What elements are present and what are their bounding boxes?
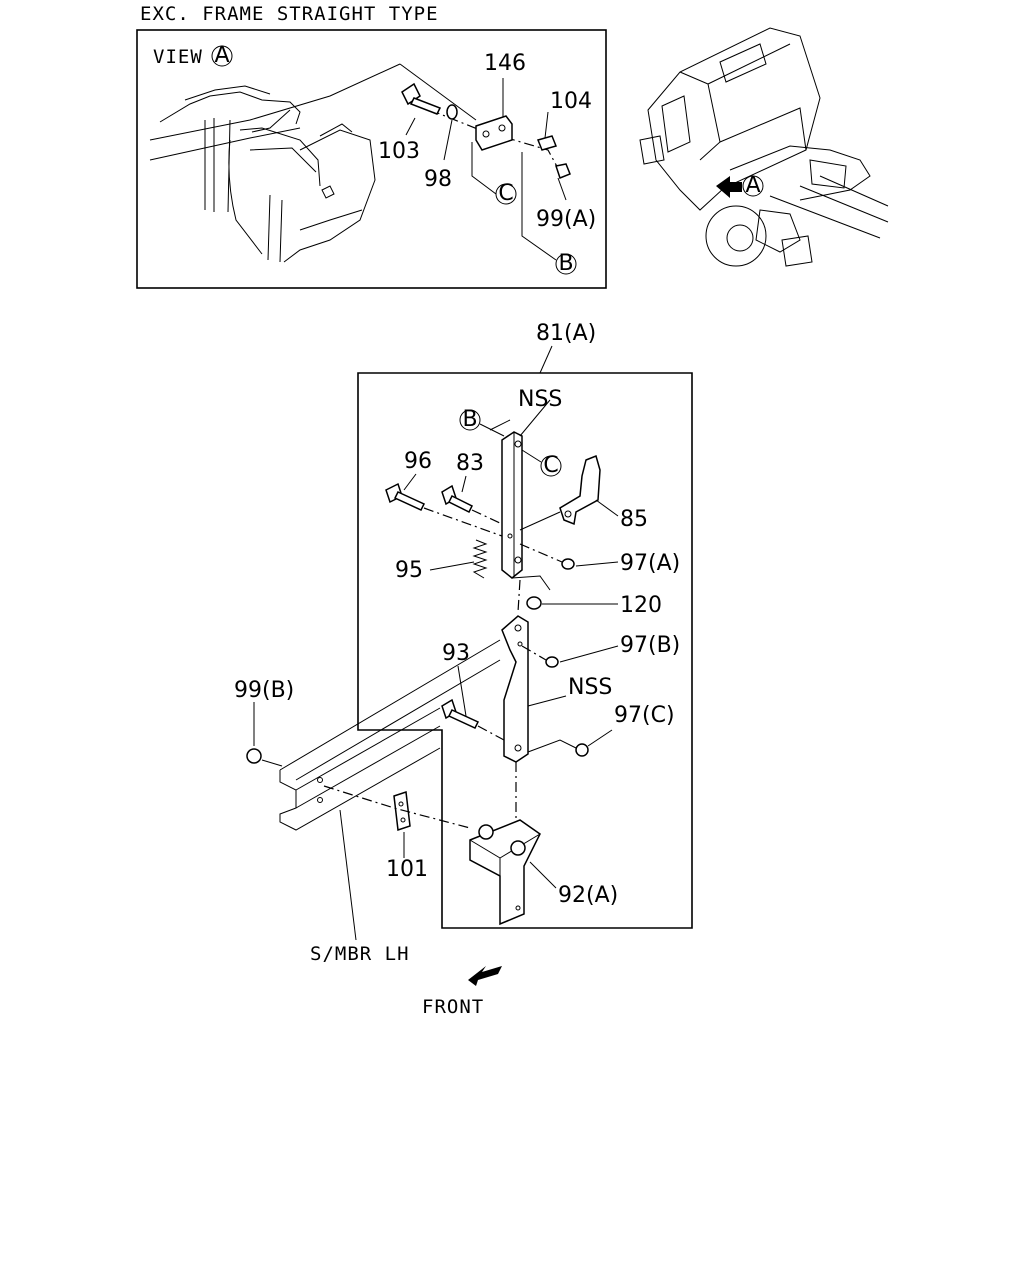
part-93-bolt — [441, 698, 480, 729]
part-95-spring — [472, 539, 488, 579]
part-98-washer — [446, 104, 458, 120]
part-85-bracket — [559, 454, 601, 526]
view-marker-letter: A — [214, 43, 229, 68]
truck-wheel — [705, 205, 767, 267]
leader-97c-pre — [527, 739, 577, 753]
leader-line — [399, 63, 477, 121]
ref-b-top-letter: B — [558, 251, 573, 276]
callout-99a: 99(A) — [536, 207, 596, 232]
callout-85: 85 — [620, 507, 648, 532]
callout-83: 83 — [456, 451, 484, 476]
callout-104: 104 — [550, 89, 592, 114]
leader-103 — [405, 117, 416, 136]
truck-overview: A — [639, 27, 889, 267]
callout-97a: 97(A) — [620, 551, 680, 576]
callout-81a: 81(A) — [536, 321, 596, 346]
view-marker-circle — [211, 45, 233, 67]
part-104-bolt — [536, 135, 558, 151]
side-member-label: S/MBR LH — [310, 943, 410, 965]
diagram-title: EXC. FRAME STRAIGHT TYPE — [140, 3, 439, 25]
front-arrow-icon — [468, 966, 502, 986]
part-97c-nut — [575, 743, 589, 757]
callout-97c: 97(C) — [614, 703, 675, 728]
ref-b-top-circle — [555, 253, 577, 275]
main-assembly-box: 81(A) — [357, 321, 693, 929]
callout-92a: 92(A) — [558, 883, 618, 908]
ref-c-top-letter: C — [498, 181, 513, 206]
callout-120: 120 — [620, 593, 662, 618]
part-120-washer — [526, 596, 542, 610]
leader-nss1 — [489, 399, 551, 437]
callout-98: 98 — [424, 167, 452, 192]
part-97b-washer — [545, 656, 559, 668]
callout-nss-2: NSS — [568, 675, 612, 700]
leader-99a — [557, 177, 567, 201]
callout-99b: 99(B) — [234, 678, 294, 703]
front-label: FRONT — [422, 996, 484, 1018]
truck-marker-letter: A — [745, 173, 760, 198]
callout-96: 96 — [404, 449, 432, 474]
leader-b-top — [521, 152, 557, 261]
ref-c-letter: C — [543, 453, 558, 478]
leader-98 — [443, 119, 453, 161]
ref-c-top-circle — [495, 183, 517, 205]
part-92a-bracket — [469, 819, 541, 926]
part-97a-washer — [561, 558, 575, 570]
leader-120-pre — [511, 575, 551, 591]
callout-146: 146 — [484, 51, 526, 76]
ref-b-circle — [459, 409, 481, 431]
leader-c-top — [471, 142, 497, 195]
callout-93: 93 — [442, 641, 470, 666]
callout-97b: 97(B) — [620, 633, 680, 658]
truck-marker-circle — [742, 175, 764, 197]
upper-lever-nss — [501, 431, 523, 579]
view-a-detail-box: VIEW A — [136, 29, 607, 289]
part-99a-nut — [555, 163, 571, 179]
part-96-bolt — [385, 482, 426, 511]
part-146-bracket — [475, 115, 513, 151]
part-83-bolt — [441, 484, 474, 514]
view-arrow-icon — [716, 176, 742, 198]
ref-c-circle — [540, 455, 562, 477]
callout-nss-1: NSS — [518, 387, 562, 412]
cab-frame-sketch — [149, 63, 401, 263]
callout-101: 101 — [386, 857, 428, 882]
part-99b-nut — [246, 748, 262, 764]
lower-lever-nss — [501, 615, 529, 763]
view-label: VIEW — [153, 46, 203, 68]
leader-side-member — [339, 809, 357, 941]
ref-b-letter: B — [462, 407, 477, 432]
side-member-rail — [279, 639, 501, 831]
callout-103: 103 — [378, 139, 420, 164]
part-101-plate — [393, 790, 411, 832]
callout-95: 95 — [395, 558, 423, 583]
part-103-bolt — [401, 82, 442, 115]
leader-104 — [544, 111, 549, 139]
